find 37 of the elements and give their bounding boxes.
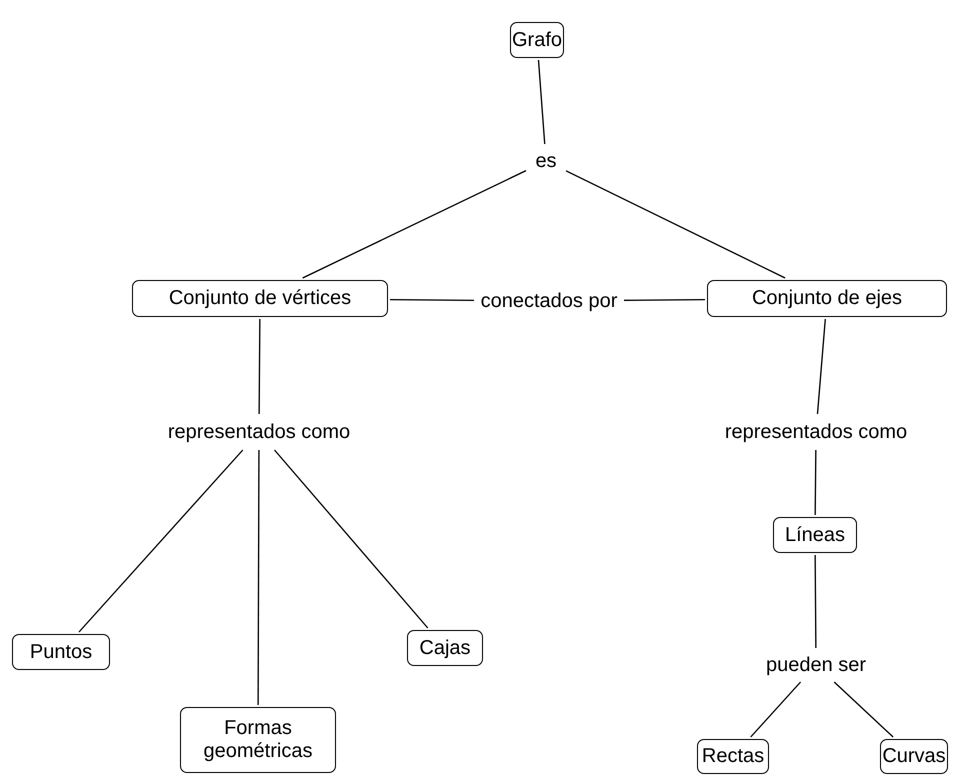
connector-line: [834, 682, 894, 738]
connector-line: [258, 319, 260, 414]
connector-line: [814, 555, 817, 648]
connector-line: [538, 60, 546, 144]
concept-box: [132, 280, 388, 317]
concept-label: Rectas: [702, 745, 764, 768]
connector-line: [750, 682, 802, 738]
linking-phrase: es: [528, 146, 564, 176]
concept-box: [180, 707, 336, 773]
concept-label: Conjunto de vértices: [168, 287, 352, 310]
connector-line: [390, 298, 474, 301]
connector-line: [274, 450, 428, 628]
concept-box: [707, 280, 947, 317]
linking-phrase: conectados por: [476, 276, 622, 326]
connector-line: [566, 170, 786, 279]
concept-label: Conjunto de ejes: [752, 287, 902, 310]
linking-phrase: representados como: [128, 416, 390, 448]
concept-box: [773, 517, 857, 553]
connector-line: [257, 450, 260, 705]
concept-label: Puntos: [30, 640, 92, 664]
concept-box: [510, 22, 564, 58]
concept-label: Grafo: [512, 28, 562, 52]
concept-box: [12, 634, 110, 670]
concept-label: Formas geométricas: [202, 717, 314, 763]
concept-box: [407, 630, 483, 666]
connector-line: [624, 298, 705, 301]
linking-phrase: pueden ser: [748, 650, 884, 680]
linking-phrase: representados como: [690, 416, 942, 448]
concept-label: Líneas: [784, 524, 846, 546]
concept-box: [697, 739, 769, 774]
connector-line: [816, 318, 826, 414]
connector-line: [302, 170, 526, 279]
concept-box: [880, 739, 948, 774]
concept-label: Curvas: [882, 745, 946, 768]
connector-line: [78, 450, 244, 632]
connector-line: [814, 450, 816, 515]
concept-label: Cajas: [419, 636, 471, 660]
